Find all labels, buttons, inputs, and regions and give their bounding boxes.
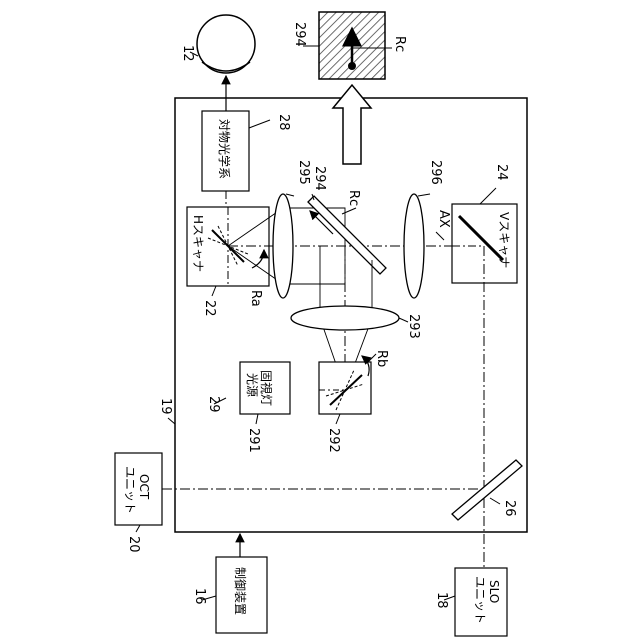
v-scanner-text: Vスキャナ (497, 212, 511, 268)
lens-296-leader (418, 194, 430, 196)
oct-line2: ユニット (123, 466, 137, 514)
fixation-group-label: 29 (206, 396, 221, 413)
dichroic-label: 26 (502, 500, 517, 517)
v-scanner-label: 24 (494, 164, 509, 181)
light-source-label: 291 (246, 428, 261, 453)
objective-label: 28 (276, 114, 291, 131)
lens-295 (273, 194, 293, 298)
rc-mid-leader (342, 208, 356, 214)
lens-293 (291, 306, 399, 330)
lens-296 (404, 194, 424, 298)
control-text: 制御装置 (233, 567, 248, 615)
lens-295-leader (286, 194, 294, 196)
light-source-leader (256, 414, 258, 424)
oct-line1: OCT (137, 474, 151, 500)
mirror-mid-label: 294 (312, 166, 327, 191)
control-label: 16 (192, 588, 207, 605)
fixation-source-line2: 光源 (245, 373, 259, 397)
dichroic-leader (490, 498, 500, 504)
oct-leader (136, 525, 140, 532)
mirror-top-label: 294 (292, 22, 307, 47)
scanner-292-leader (336, 414, 340, 424)
h-scanner-leader (212, 286, 216, 296)
fixation-source-line1: 固視灯 (259, 370, 274, 406)
slo-label: 18 (434, 592, 449, 609)
ax-leader (436, 232, 444, 240)
ra-label: Ra (248, 290, 263, 307)
slo-line2: ユニット (473, 576, 487, 624)
rb-label: Rb (374, 350, 389, 367)
h-scanner-label: 22 (202, 300, 217, 317)
view-direction-arrow (333, 85, 371, 164)
objective-leader (249, 120, 270, 128)
housing-label: 19 (158, 398, 173, 415)
eye-icon (197, 15, 255, 73)
rc-top-label: Rc (392, 36, 407, 52)
mirror-view-dot (348, 62, 356, 70)
v-scanner-leader (480, 188, 496, 204)
h-scanner-text: Hスキャナ (191, 215, 205, 272)
slo-line1: SLO (487, 580, 501, 603)
oct-label: 20 (126, 536, 141, 553)
ax-label: AX (436, 210, 451, 228)
lens-295-label: 295 (296, 160, 311, 185)
lens-296-label: 296 (428, 160, 443, 185)
scanner-292-box (319, 362, 371, 414)
rc-mid-label: Rc (346, 190, 361, 206)
scanner-292-label: 292 (326, 428, 341, 453)
objective-text: 対物光学系 (217, 119, 232, 179)
housing-leader (168, 418, 175, 424)
lens-293-label: 293 (406, 314, 421, 339)
